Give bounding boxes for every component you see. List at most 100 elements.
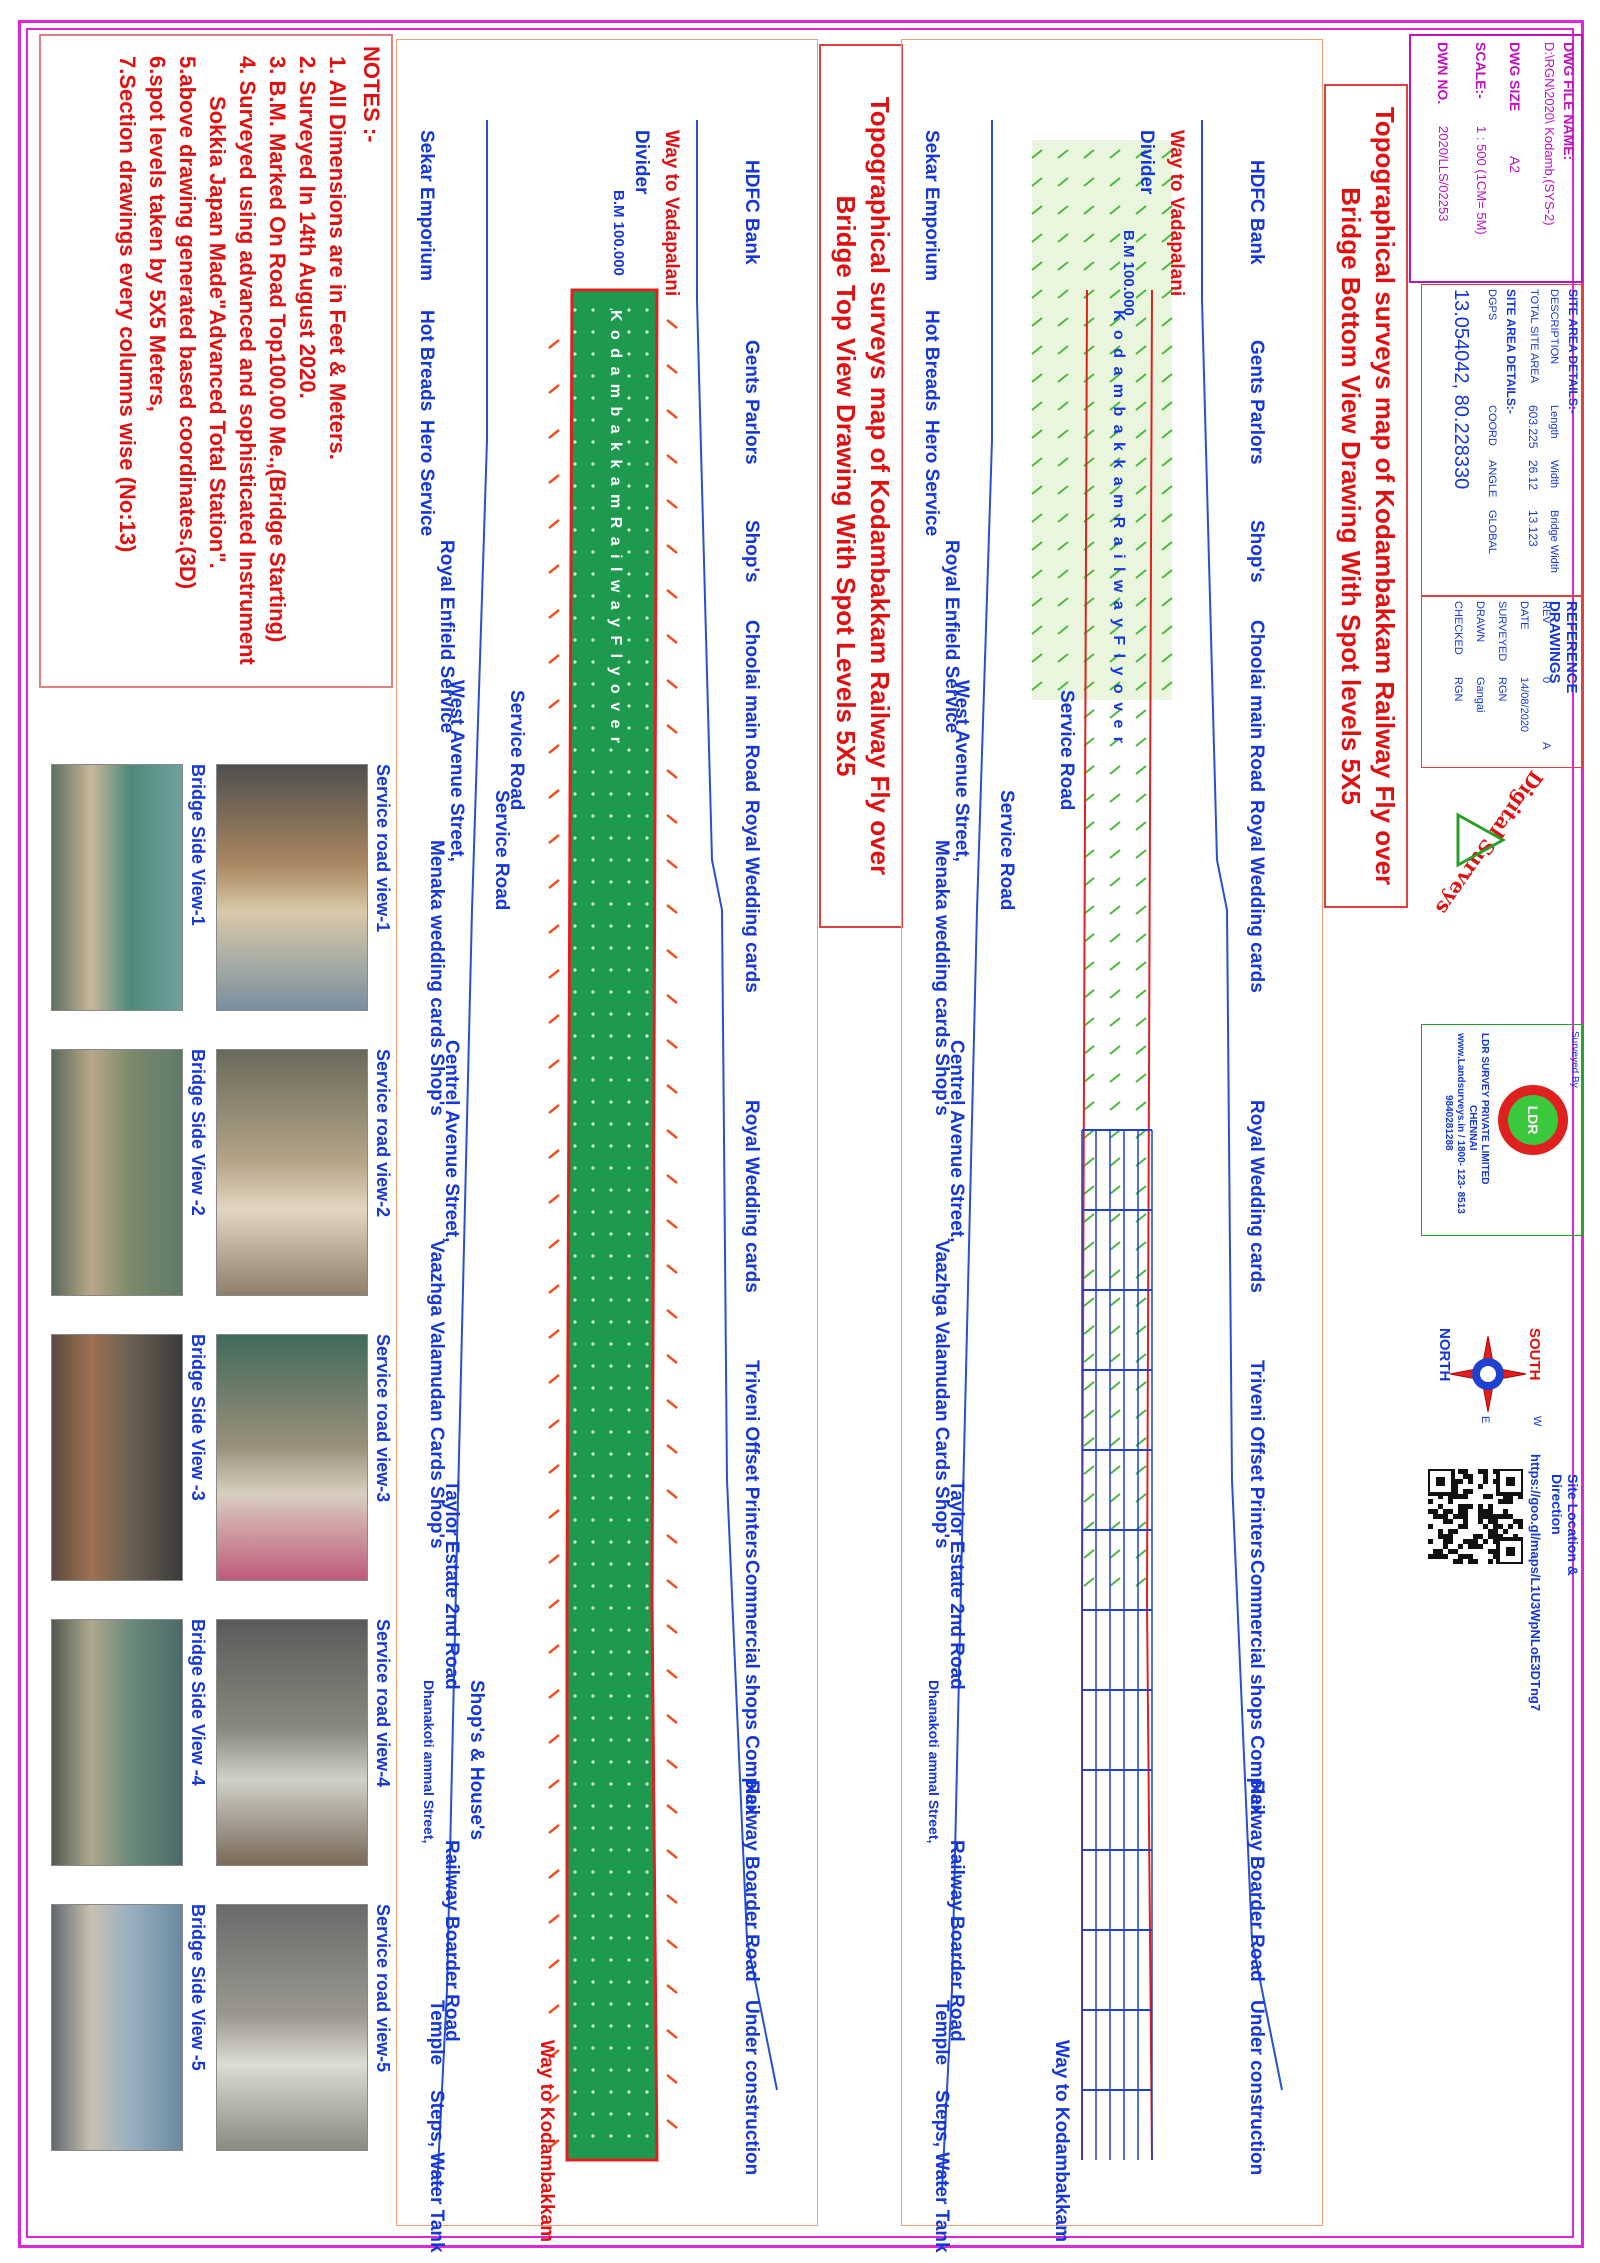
location-block: NORTH SOUTH E W https://goo.gl/maps/L1U3…	[1423, 1324, 1583, 1711]
hot-breads-label-1: Hot Breads	[921, 310, 942, 412]
spot-level-point	[573, 506, 577, 510]
spot-level-point	[627, 1914, 631, 1918]
spot-level-tick	[548, 1869, 560, 1879]
spot-level-point	[609, 2068, 613, 2072]
company-city: CHENNAI	[1467, 1105, 1478, 1151]
spot-level-point	[591, 880, 595, 884]
hatch-mark	[1031, 541, 1043, 551]
spot-level-point	[645, 1496, 649, 1500]
spot-level-tick	[666, 769, 678, 779]
spot-level-tick	[666, 904, 678, 914]
spot-level-point	[627, 572, 631, 576]
inner-border	[26, 28, 1574, 2238]
spot-level-tick	[548, 564, 560, 574]
spot-level-tick	[666, 364, 678, 374]
spot-level-point	[573, 440, 577, 444]
spot-level-point	[645, 2024, 649, 2028]
spot-level-point	[645, 594, 649, 598]
spot-level-point	[609, 1474, 613, 1478]
spot-level-tick	[548, 924, 560, 934]
spot-level-point	[609, 880, 613, 884]
spot-level-point	[645, 1386, 649, 1390]
spot-level-point	[627, 308, 631, 312]
spot-level-point	[627, 1496, 631, 1500]
spot-level-tick	[548, 1959, 560, 1969]
qr-module	[1473, 1559, 1478, 1564]
spot-level-point	[573, 1342, 577, 1346]
hatch-mark	[1057, 681, 1069, 691]
spot-level-point	[609, 1496, 613, 1500]
hatch-mark	[1109, 989, 1121, 999]
spot-level-point	[609, 1518, 613, 1522]
spot-level-point	[627, 1012, 631, 1016]
hatch-mark	[1109, 1521, 1121, 1531]
hatch-mark	[1083, 1129, 1095, 1139]
spot-level-point	[645, 1958, 649, 1962]
qr-module	[1478, 1519, 1483, 1524]
taylor-estate-label-2: Taylor Estate 2nd Road	[441, 1480, 462, 1690]
spot-level-point	[645, 924, 649, 928]
spot-level-point	[645, 792, 649, 796]
hatch-mark	[1161, 513, 1173, 523]
spot-level-point	[627, 880, 631, 884]
taylor-estate-label-1: Taylor Estate 2nd Road	[946, 1480, 967, 1690]
map-url: https://goo.gl/maps/L1U3WpNLoE3DTng7	[1528, 1454, 1543, 1712]
spot-level-point	[573, 1232, 577, 1236]
spot-level-tick	[548, 2139, 560, 2149]
spot-level-point	[591, 1254, 595, 1258]
site-location-heading: Site Location & Direction	[1549, 1474, 1581, 1576]
qr-module	[1508, 1524, 1513, 1529]
spot-level-point	[609, 2134, 613, 2138]
spot-level-point	[573, 462, 577, 466]
qr-module	[1468, 1544, 1473, 1549]
qr-module	[1463, 1509, 1468, 1514]
spot-level-point	[573, 1628, 577, 1632]
hatch-mark	[1109, 1241, 1121, 1251]
spot-level-point	[645, 1320, 649, 1324]
hatch-mark	[1161, 317, 1173, 327]
qr-module	[1448, 1549, 1453, 1554]
qr-module	[1463, 1539, 1468, 1544]
qr-module	[1473, 1544, 1478, 1549]
spot-level-point	[627, 1870, 631, 1874]
spot-level-point	[609, 902, 613, 906]
spot-level-point	[573, 1012, 577, 1016]
spot-level-point	[591, 1716, 595, 1720]
dwn-no-label: DWN NO.	[1435, 42, 1451, 105]
length-label: Length	[1548, 405, 1560, 439]
spot-level-tick	[666, 1984, 678, 1994]
qr-module	[1453, 1529, 1458, 1534]
title-block: DWG FILE NAME: D:\RGN\2020\ Kodamb,(SYS-…	[1409, 34, 1583, 283]
hatch-mark	[1135, 849, 1147, 859]
spot-level-point	[591, 1694, 595, 1698]
spot-level-point	[645, 330, 649, 334]
spot-level-tick	[666, 2029, 678, 2039]
spot-level-point	[627, 1100, 631, 1104]
date-label: DATE	[1518, 601, 1530, 630]
spot-level-point	[645, 1716, 649, 1720]
spot-level-point	[645, 748, 649, 752]
hatch-mark	[1031, 261, 1043, 271]
spot-level-point	[591, 2024, 595, 2028]
spot-level-point	[573, 2002, 577, 2006]
spot-level-point	[573, 748, 577, 752]
qr-module	[1433, 1554, 1438, 1559]
qr-code-icon	[1426, 1467, 1525, 1566]
spot-level-point	[591, 374, 595, 378]
photo-caption-bottom-5: Bridge Side View -5	[188, 1904, 208, 2071]
hatch-mark	[1057, 569, 1069, 579]
hatch-mark	[1109, 961, 1121, 971]
spot-level-point	[573, 1694, 577, 1698]
hatch-mark	[1109, 1381, 1121, 1391]
hatch-mark	[1083, 345, 1095, 355]
title-top-box: Topographical surveys map of Kodambakkam…	[1324, 84, 1408, 908]
hatch-mark	[1135, 513, 1147, 523]
spot-level-point	[591, 770, 595, 774]
qr-module	[1508, 1499, 1513, 1504]
spot-level-point	[645, 308, 649, 312]
spot-level-point	[591, 836, 595, 840]
spot-level-tick	[666, 1444, 678, 1454]
spot-level-point	[627, 2090, 631, 2094]
spot-level-tick	[666, 1264, 678, 1274]
spot-level-point	[645, 1760, 649, 1764]
